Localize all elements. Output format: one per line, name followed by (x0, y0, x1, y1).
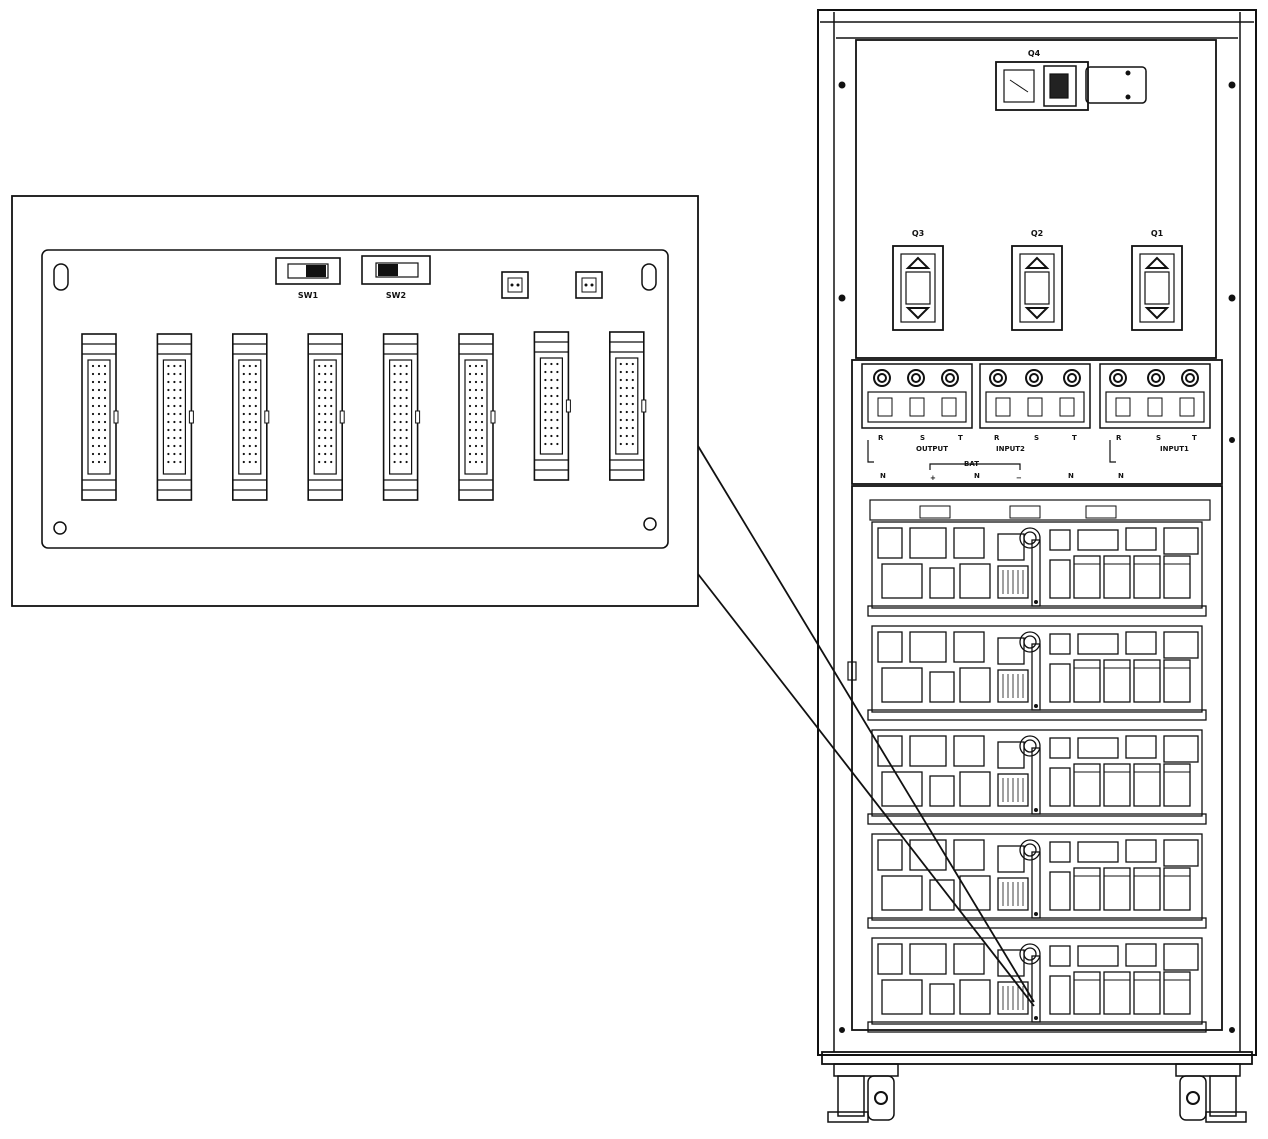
ribbon-connector[interactable] (232, 333, 270, 501)
power-module (867, 833, 1207, 929)
breaker-label-q4: Q4 (1028, 49, 1041, 58)
breaker-q1 (1131, 245, 1183, 331)
module-bay (851, 485, 1223, 1031)
input1-phase-t: T (1192, 434, 1197, 442)
board-hole-left (53, 521, 67, 535)
output-phase-r: R (878, 434, 884, 442)
breaker-panel (855, 39, 1217, 359)
ribbon-connector[interactable] (81, 333, 119, 501)
callout-lines (697, 445, 1035, 1007)
dip-switch-sw2[interactable] (361, 255, 431, 285)
input1-phase-r: R (1116, 434, 1122, 442)
battery-plus-label: + (930, 474, 936, 482)
two-pin-socket-1[interactable] (501, 271, 529, 299)
breaker-label-q2: Q2 (1031, 229, 1043, 238)
terminal-group-input1 (1099, 363, 1211, 429)
power-module (867, 729, 1207, 825)
power-module-stack (867, 521, 1207, 1033)
cabinet-frame (817, 9, 1257, 1056)
power-module (867, 937, 1207, 1033)
terminal-block-area (851, 359, 1223, 485)
input2-phase-s: S (1034, 434, 1039, 442)
output-neutral-label: N (880, 472, 886, 480)
cabinet-base (821, 1051, 1253, 1065)
board-slot-right (641, 263, 657, 291)
caster-right (1175, 1063, 1247, 1123)
battery-minus-label: − (1016, 474, 1022, 482)
caster-left (827, 1063, 899, 1123)
board-slot-left (53, 263, 69, 291)
switch-label-sw1: SW1 (298, 291, 319, 300)
ribbon-connector[interactable] (382, 333, 421, 501)
breaker-q4 (995, 61, 1147, 111)
cabinet-labels: Q4 Q3 Q2 Q1 R S T OUTPUT R S T INPUT2 R … (878, 49, 1197, 482)
power-module (867, 521, 1207, 617)
battery-label: BAT (964, 460, 979, 468)
breaker-label-q3: Q3 (912, 229, 924, 238)
input1-phase-s: S (1156, 434, 1161, 442)
battery-neutral-label: N (974, 472, 980, 480)
breaker-q2 (1011, 245, 1063, 331)
ribbon-connector[interactable] (307, 333, 345, 501)
output-group-label: OUTPUT (916, 445, 948, 453)
ribbon-connector[interactable] (458, 333, 496, 501)
output-phase-t: T (958, 434, 963, 442)
output-phase-s: S (920, 434, 925, 442)
ribbon-connector[interactable] (608, 331, 647, 481)
inset-detail: SW1 SW2 (11, 195, 699, 607)
inset-board (41, 249, 669, 549)
input2-neutral-label: N (1068, 472, 1074, 480)
breaker-q3 (892, 245, 944, 331)
power-module (867, 625, 1207, 721)
ups-cabinet (817, 9, 1257, 1123)
input2-group-label: INPUT2 (996, 445, 1025, 453)
ribbon-connector[interactable] (533, 331, 571, 481)
input2-phase-t: T (1072, 434, 1077, 442)
switch-label-sw2: SW2 (386, 291, 406, 300)
input1-neutral-label: N (1118, 472, 1124, 480)
terminal-group-output (861, 363, 973, 429)
input1-group-label: INPUT1 (1160, 445, 1189, 453)
breaker-label-q1: Q1 (1151, 229, 1164, 238)
two-pin-socket-2[interactable] (575, 271, 603, 299)
dip-switch-sw1[interactable] (275, 257, 341, 285)
terminal-group-input2 (979, 363, 1091, 429)
ribbon-connector-row (81, 331, 647, 501)
board-hole-right (643, 517, 657, 531)
ribbon-connector[interactable] (156, 333, 194, 501)
input2-phase-r: R (994, 434, 1000, 442)
